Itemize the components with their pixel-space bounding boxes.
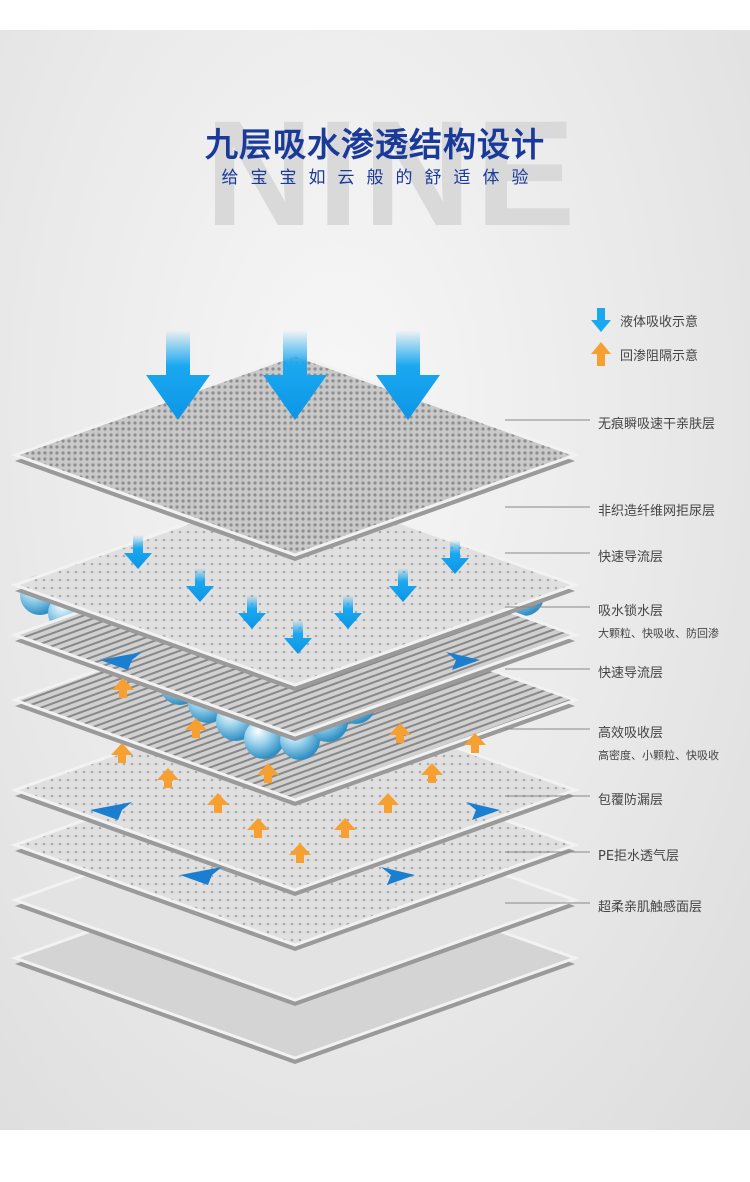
liquid-spread-arrow-icon [381,867,415,885]
watermark-text: NINE [205,89,580,257]
rewet-block-arrow-icon [112,678,134,698]
orange-up-arrow-icon [591,342,611,366]
liquid-absorb-arrow-icon [441,540,469,574]
legend-label: 回渗阻隔示意 [620,348,699,364]
liquid-absorb-arrow-icon [124,535,152,569]
legend-label: 液体吸收示意 [620,314,699,330]
rewet-block-arrow-icon [464,733,486,753]
liquid-spread-arrow-icon [466,802,500,820]
layer-label-3: 快速导流层 [598,550,664,565]
rewet-block-arrow-icon [377,793,399,813]
liquid-absorb-arrow-icon [389,568,417,602]
page-title: 九层吸水渗透结构设计 [205,125,545,164]
rewet-block-arrow-icon [185,718,207,738]
rewet-block-arrow-icon [334,818,356,838]
liquid-spread-arrow-icon [90,802,132,820]
rewet-block-arrow-icon [207,793,229,813]
liquid-absorb-arrow-icon [334,595,362,629]
layer-label-4: 吸水锁水层大颗粒、快吸收、防回渗 [598,604,719,640]
liquid-absorb-arrow-icon [186,568,214,602]
liquid-absorb-arrow-icon [284,620,312,654]
layer-label-8: PE拒水透气层 [598,849,680,864]
rewet-block-arrow-icon [257,763,279,783]
layer-label-5: 快速导流层 [598,666,664,681]
rewet-block-arrow-icon [289,843,311,863]
page-subtitle: 给宝宝如云般的舒适体验 [221,168,541,188]
layer-label-2: 非织造纤维网拒尿层 [598,504,716,519]
liquid-spread-arrow-icon [100,652,142,670]
legend-item-absorb: 液体吸收示意 [590,308,698,332]
rewet-block-arrow-icon [389,723,411,743]
liquid-absorb-arrow-icon [238,595,266,629]
liquid-absorb-arrow-icon [146,330,210,420]
legend-item-rewet: 回渗阻隔示意 [590,342,698,366]
layer-label-6: 高效吸收层高密度、小颗粒、快吸收 [598,726,719,762]
layer-label-7: 包覆防漏层 [598,793,664,808]
blue-down-arrow-icon [591,308,611,332]
liquid-spread-arrow-icon [446,652,480,670]
rewet-block-arrow-icon [157,768,179,788]
layer-label-9: 超柔亲肌触感面层 [598,900,703,915]
rewet-block-arrow-icon [421,763,443,783]
rewet-block-arrow-icon [111,743,133,763]
liquid-spread-arrow-icon [180,867,222,885]
rewet-block-arrow-icon [247,818,269,838]
layer-label-1: 无痕瞬吸速干亲肤层 [598,417,716,432]
liquid-absorb-arrow-icon [376,330,440,420]
liquid-absorb-arrow-icon [263,330,327,420]
layer-7 [10,353,580,557]
